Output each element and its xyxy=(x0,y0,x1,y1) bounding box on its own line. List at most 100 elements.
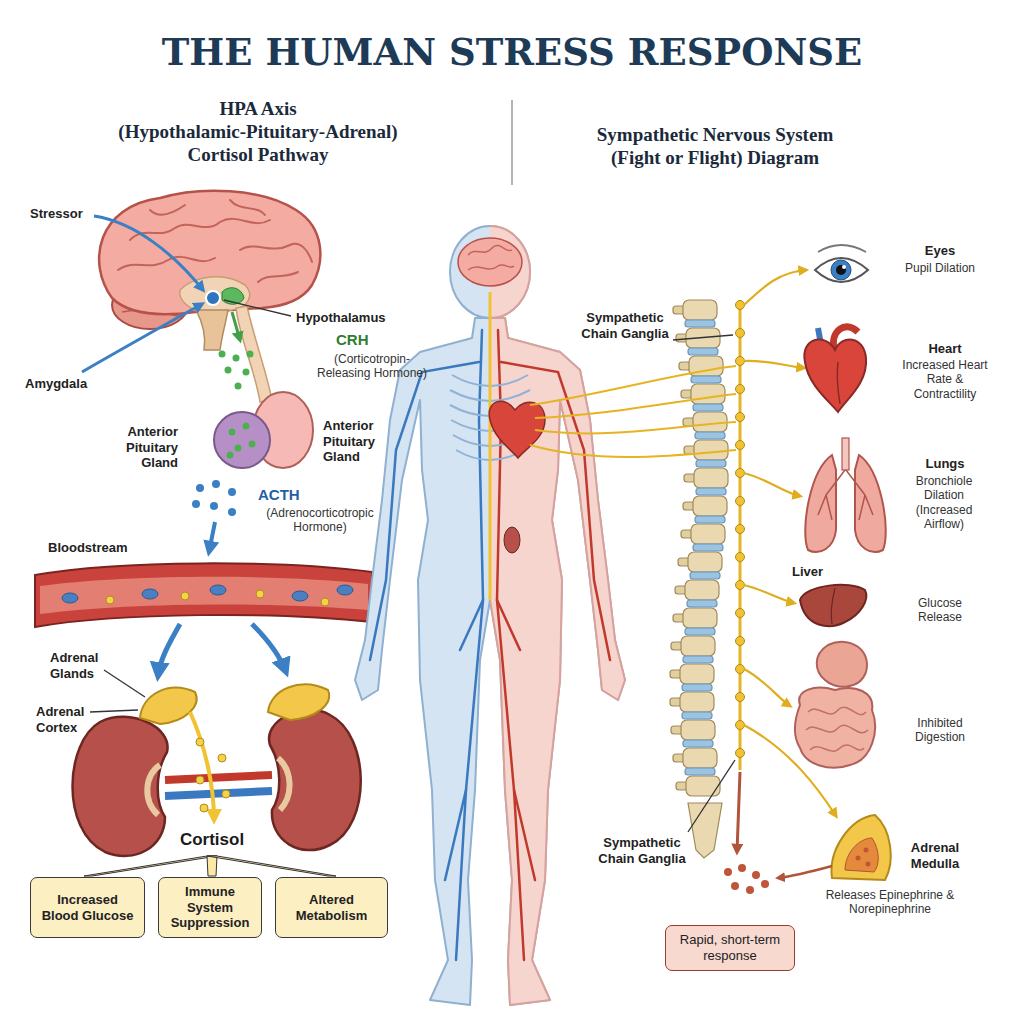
human-body xyxy=(504,527,520,553)
adrenal-medulla-illustration xyxy=(856,856,861,861)
adrenal-medulla-illustration xyxy=(866,862,871,867)
lung-illustration xyxy=(805,438,885,552)
part-label: Hypothalamus xyxy=(296,310,386,326)
spine-illustration xyxy=(691,524,725,544)
spine-illustration xyxy=(696,460,726,467)
crh-release xyxy=(243,369,250,376)
ganglia-chain xyxy=(736,357,745,366)
eye-illustration xyxy=(815,245,868,282)
part-label: Anterior Pituitary Gland xyxy=(323,418,395,465)
section-heading: (Hypothalamic-Pituitary-Adrenal) xyxy=(58,121,458,144)
spine-illustration xyxy=(696,488,726,495)
pituitary-gland xyxy=(214,392,313,468)
flow-arrow xyxy=(158,624,286,676)
crh-release xyxy=(235,383,242,390)
node-text: Rapid, short-term response xyxy=(674,932,786,963)
spine-illustration xyxy=(690,572,720,579)
brain-illustration xyxy=(196,310,228,350)
organ-label: Lungs xyxy=(905,456,985,472)
hormone-release xyxy=(738,864,746,872)
human-body xyxy=(468,245,514,270)
spine-illustration xyxy=(682,684,712,691)
cortisol-release xyxy=(196,738,230,812)
ganglia-chain xyxy=(736,385,745,394)
hormone-name: CRH xyxy=(336,331,369,349)
human-body xyxy=(458,238,522,286)
pituitary-gland xyxy=(227,452,234,459)
cortisol-release xyxy=(218,754,226,762)
brain-illustration xyxy=(150,205,185,215)
nerve-fiber xyxy=(535,394,736,418)
blood-vessel xyxy=(62,585,353,603)
spine-illustration xyxy=(670,300,728,858)
spine-illustration xyxy=(695,516,725,523)
heart-illustration xyxy=(837,362,840,404)
crh-release xyxy=(247,351,254,358)
effect-label: Increased Heart Rate & Contractility xyxy=(895,358,995,401)
spine-illustration xyxy=(688,348,718,355)
spine-illustration xyxy=(693,412,727,432)
pointer-arrow xyxy=(94,216,203,290)
spine-illustration xyxy=(695,432,725,439)
brain-illustration xyxy=(118,257,215,270)
crh-release xyxy=(225,367,232,374)
part-label: Stressor xyxy=(30,206,83,222)
ganglia-chain xyxy=(736,581,745,590)
spine-illustration xyxy=(680,664,714,684)
part-label: Adrenal Cortex xyxy=(36,704,96,735)
organ-label: Eyes xyxy=(900,243,980,259)
blood-vessel xyxy=(106,590,329,606)
cortisol-release xyxy=(190,712,214,820)
human-body xyxy=(370,362,479,660)
adrenal-medulla-illustration xyxy=(864,848,869,853)
bracket-line xyxy=(84,856,336,876)
eye-illustration xyxy=(818,245,866,252)
leader-line xyxy=(673,335,735,832)
spine-illustration xyxy=(683,608,717,628)
acth-release xyxy=(228,488,236,496)
brain-illustration xyxy=(240,244,312,262)
spine-illustration xyxy=(693,544,723,551)
flow-arrow xyxy=(158,624,180,676)
crh-release xyxy=(219,351,254,390)
eye-illustration xyxy=(836,265,846,275)
adrenal-medulla-illustration xyxy=(832,815,891,880)
cortisol-release xyxy=(222,790,230,798)
bracket-line xyxy=(207,856,336,876)
lung-illustration xyxy=(855,455,886,552)
effect-box: Increased Blood Glucose xyxy=(30,877,145,938)
human-body xyxy=(497,600,535,880)
ganglia-chain xyxy=(736,441,745,450)
brain-illustration xyxy=(130,219,270,240)
hormone-release xyxy=(724,772,832,894)
nerve-arrow xyxy=(744,270,806,305)
part-label: Amygdala xyxy=(25,376,87,392)
hormone-note: (Corticotropin-Releasing Hormone) xyxy=(312,352,432,381)
organ-label: Liver xyxy=(792,564,823,580)
spine-illustration xyxy=(691,384,725,404)
ganglia-chain xyxy=(736,553,745,562)
ganglia-chain xyxy=(736,413,745,422)
acth-release xyxy=(192,480,236,516)
effect-label: Releases Epinephrine & Norepinephrine xyxy=(805,888,975,917)
kidney-illustration xyxy=(147,765,160,815)
pituitary-gland xyxy=(229,429,236,436)
crh-release xyxy=(219,312,254,390)
bracket-line xyxy=(207,856,217,876)
leader-line xyxy=(90,710,138,712)
spine-illustration xyxy=(691,376,721,383)
spine-illustration xyxy=(688,803,722,858)
blood-vessel xyxy=(210,585,226,595)
part-label: Anterior Pituitary Gland xyxy=(106,424,178,471)
spine-illustration xyxy=(683,740,713,747)
ganglia-chain xyxy=(736,721,745,730)
node-text: Immune System Suppression xyxy=(167,884,253,931)
effect-label: Inhibited Digestion xyxy=(900,716,980,745)
human-body xyxy=(355,318,625,1005)
acth-release xyxy=(192,500,200,508)
crh-release xyxy=(233,355,240,362)
cortisol-release xyxy=(190,712,230,820)
crh-release xyxy=(232,312,240,340)
